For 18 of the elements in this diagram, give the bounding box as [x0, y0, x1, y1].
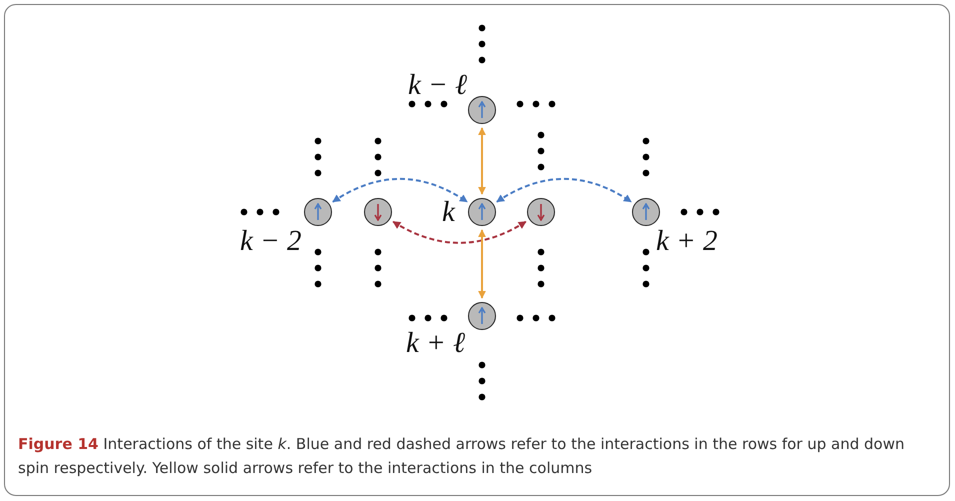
figure-caption: Figure 14 Interactions of the site k. Blue and red dashed arrows refer to the interactions in the rows for up and down spin respectively. Yellow solid arrows refer to the interactions in the columns: [18, 434, 906, 479]
site-index-label: k: [442, 197, 455, 227]
lattice-site-circle: [468, 198, 496, 226]
interaction-arrow: [332, 178, 468, 203]
lattice-site-circle: [468, 96, 496, 124]
interaction-arrow: [496, 178, 632, 203]
site-index-label: k + 2: [656, 226, 718, 256]
site-index-label: k − ℓ: [408, 70, 468, 100]
site-index-label: k + ℓ: [406, 328, 466, 358]
lattice-site-circle: [527, 198, 555, 226]
lattice-site-circle: [364, 198, 392, 226]
lattice-site-circle: [468, 302, 496, 330]
lattice-site-circle: [632, 198, 660, 226]
site-index-label: k − 2: [240, 226, 302, 256]
interaction-arrow: [478, 127, 486, 195]
interaction-arrow: [392, 220, 527, 244]
lattice-site-circle: [304, 198, 332, 226]
interaction-arrow: [478, 229, 486, 299]
